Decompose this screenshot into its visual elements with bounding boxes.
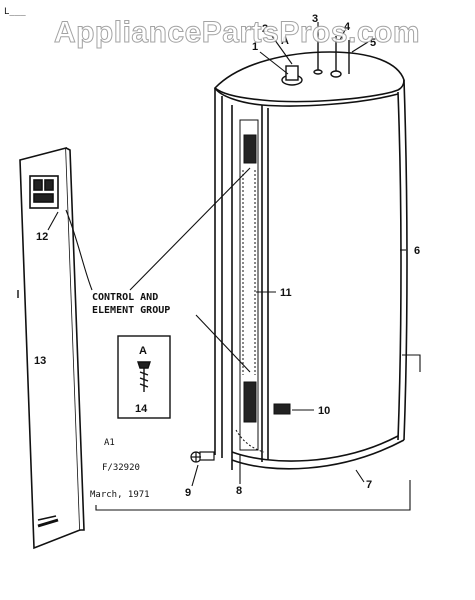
control-panel-opening bbox=[235, 119, 265, 453]
water-heater-body bbox=[213, 51, 408, 470]
top-fittings bbox=[281, 36, 350, 86]
group-label-line2: ELEMENT GROUP bbox=[92, 305, 170, 316]
leader-lines bbox=[47, 22, 421, 511]
callout-8: 8 bbox=[236, 485, 242, 497]
callout-10: 10 bbox=[318, 405, 330, 417]
callout-4: 4 bbox=[344, 21, 351, 33]
callout-2: 2 bbox=[262, 23, 268, 35]
callout-12: 12 bbox=[36, 231, 48, 243]
rating-plate bbox=[273, 403, 291, 415]
corner-mark: L___ bbox=[4, 7, 26, 17]
callout-3: 3 bbox=[312, 13, 318, 25]
callout-a-top: A bbox=[281, 35, 289, 47]
callout-14: 14 bbox=[135, 403, 148, 415]
callout-9: 9 bbox=[185, 487, 191, 499]
screw-detail-box bbox=[117, 335, 171, 419]
meta-line1: A1 bbox=[104, 438, 115, 448]
meta-line3: March, 1971 bbox=[90, 490, 150, 500]
callout-11: 11 bbox=[280, 287, 292, 299]
meta-line2: F/32920 bbox=[102, 463, 140, 473]
access-door-panel bbox=[19, 146, 85, 550]
callout-7: 7 bbox=[366, 479, 372, 491]
watermark: AppliancePartsPros.com bbox=[54, 16, 420, 49]
callout-13: 13 bbox=[34, 355, 46, 367]
callout-6: 6 bbox=[414, 245, 420, 257]
group-label-line1: CONTROL AND bbox=[92, 292, 158, 303]
callout-a-box: A bbox=[139, 345, 147, 357]
callout-5: 5 bbox=[370, 37, 376, 49]
callout-1: 1 bbox=[252, 41, 258, 53]
drain-valve bbox=[190, 451, 215, 463]
